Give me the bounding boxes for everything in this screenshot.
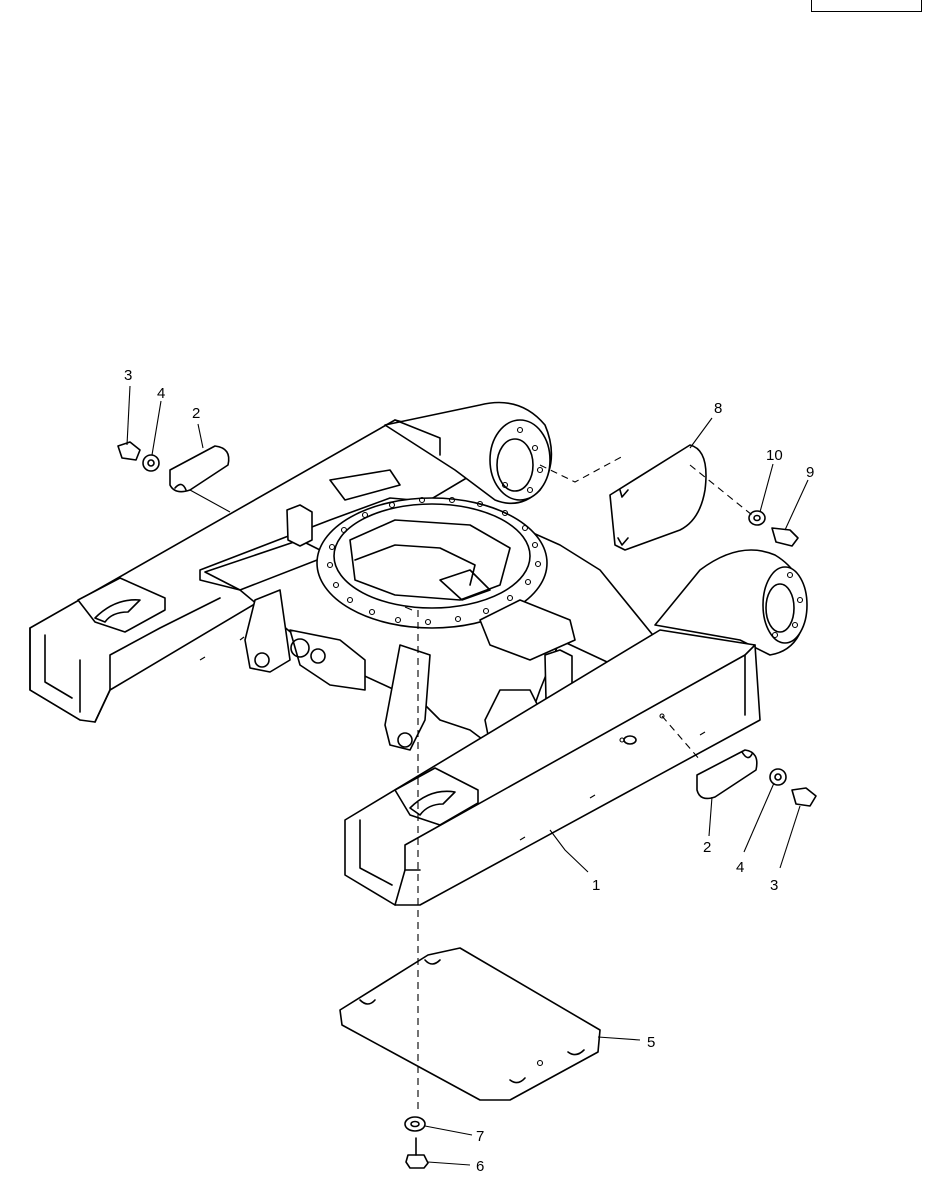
- washer-part-4-left: [142, 454, 160, 472]
- callout-4-right: 4: [736, 859, 744, 876]
- plate-part-2-left: [169, 445, 230, 493]
- washer-part-4-right: [769, 768, 787, 786]
- callout-9: 9: [806, 464, 814, 481]
- callout-10: 10: [766, 447, 783, 464]
- washer-part-7: [404, 1116, 426, 1132]
- callout-8: 8: [714, 400, 722, 417]
- assembly-dashed-lines: [417, 454, 753, 1110]
- callout-2-right: 2: [703, 839, 711, 856]
- right-motor-mount: [654, 549, 808, 656]
- callout-numbers: 3 4 2 8 10 9 1 2 4 3 5 7 6: [124, 367, 814, 1175]
- leader-lines: [126, 385, 809, 1166]
- page-number-box: [811, 0, 922, 12]
- bolt-part-9: [771, 527, 799, 547]
- callout-6: 6: [476, 1158, 484, 1175]
- callout-2-left: 2: [192, 405, 200, 422]
- right-side-beam: [344, 629, 761, 906]
- callout-1: 1: [592, 877, 600, 894]
- callout-5: 5: [647, 1034, 655, 1051]
- cover-plate-part-8: [609, 444, 707, 551]
- bolt-part-3-left: [117, 441, 141, 461]
- plate-part-2-right: [696, 749, 758, 800]
- callout-3-left: 3: [124, 367, 132, 384]
- left-motor-mount: [384, 401, 553, 505]
- bolt-part-6: [405, 1137, 429, 1169]
- center-body: [199, 469, 666, 751]
- callout-3-right: 3: [770, 877, 778, 894]
- callout-4-left: 4: [157, 385, 165, 402]
- under-cover-part-5: [339, 947, 601, 1101]
- bolt-part-3-right: [791, 787, 817, 807]
- callout-7: 7: [476, 1128, 484, 1145]
- washer-part-10: [748, 510, 766, 526]
